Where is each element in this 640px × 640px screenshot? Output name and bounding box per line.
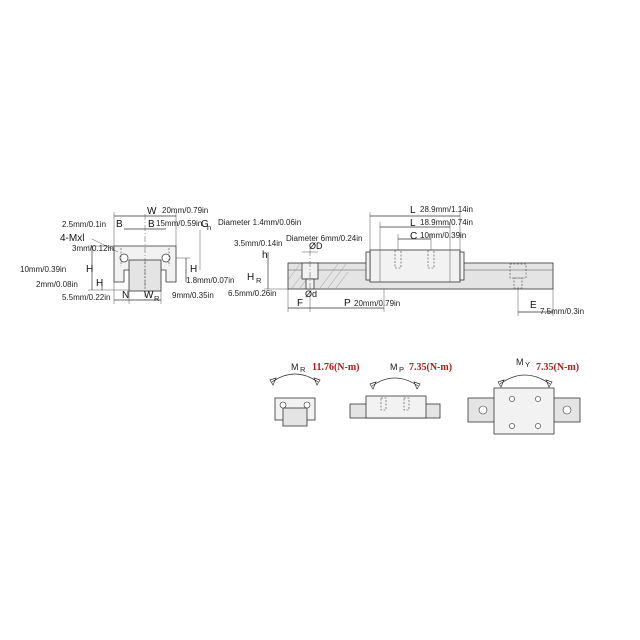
h1-dim: 2mm/0.08in	[36, 280, 78, 289]
moment-r-sub: R	[300, 365, 306, 374]
e-symbol: E	[530, 300, 537, 311]
d-symbol: ØD	[309, 241, 323, 251]
side-view: Diameter 1.4mm/0.06in n	[207, 205, 584, 316]
m-dim: 3mm/0.12in	[72, 244, 114, 253]
b-symbol: B	[116, 219, 123, 230]
d-dim: Diameter 6mm/0.24in	[286, 234, 362, 243]
mxl-symbol: 4-Mxl	[60, 233, 84, 244]
e-dim: 7.5mm/0.3in	[540, 307, 584, 316]
rotation-arrow-r-icon	[271, 373, 319, 383]
ball-right-icon	[161, 253, 171, 263]
b-dim: 2.5mm/0.1in	[62, 220, 106, 229]
moment-r-value: 11.76(N-m)	[312, 362, 360, 373]
l1-symbol: L	[410, 218, 416, 229]
moment-p-sub: P	[399, 365, 404, 374]
moment-r-symbol: M	[291, 362, 299, 372]
b1-dim: 15mm/0.59in	[156, 219, 202, 228]
h2-symbol: H	[190, 264, 197, 275]
w-symbol: W	[147, 206, 157, 217]
l1-dim: 18.9mm/0.74in	[420, 218, 473, 227]
rail-cross-section	[128, 259, 162, 292]
rotation-arrow-y-icon	[499, 374, 551, 385]
h-dim: 10mm/0.39in	[20, 265, 66, 274]
moment-y-symbol: M	[516, 357, 524, 367]
svg-text:n: n	[207, 223, 211, 232]
moment-y-value: 7.35(N-m)	[536, 362, 579, 373]
moment-p-symbol: M	[390, 362, 398, 372]
hh-dim: 3.5mm/0.14in	[234, 239, 282, 248]
n-symbol: N	[122, 290, 129, 301]
w-dim: 20mm/0.79in	[162, 206, 208, 215]
g-symbol: G	[201, 219, 209, 230]
dd-symbol: Ød	[305, 289, 317, 299]
moment-r: M R 11.76(N-m)	[269, 362, 360, 427]
moment-y-sub: Y	[525, 360, 530, 369]
p-symbol: P	[344, 298, 351, 309]
h-symbol: H	[86, 264, 93, 275]
rotation-arrow-p-icon	[371, 377, 419, 387]
b1-symbol: B	[148, 219, 155, 230]
moment-y: M Y 7.35(N-m)	[467, 357, 581, 435]
wr-symbol: W	[144, 290, 154, 301]
h1-symbol: H	[96, 278, 103, 289]
h2-dim: 1.8mm/0.07in	[186, 276, 234, 285]
l-dim: 28.9mm/1.14in	[420, 205, 473, 214]
hr-dim: 6.5mm/0.26in	[228, 289, 276, 298]
front-view: W 20mm/0.79in 2.5mm/0.1in B B 15mm/0.59i…	[20, 206, 234, 304]
moment-p-value: 7.35(N-m)	[409, 362, 452, 373]
carriage-side	[369, 249, 461, 283]
c-dim: 10mm/0.39in	[420, 231, 466, 240]
moment-p: M P 7.35(N-m)	[349, 362, 452, 419]
rail-section-hatch	[287, 263, 349, 289]
n-dim: 5.5mm/0.22in	[62, 293, 110, 302]
p-dim: 20mm/0.79in	[354, 299, 400, 308]
f-symbol: F	[297, 298, 303, 309]
ball-left-icon	[119, 253, 129, 263]
wr-dim: 9mm/0.35in	[172, 291, 214, 300]
hr-symbol: H	[247, 272, 254, 283]
hh-symbol: h	[262, 250, 268, 261]
svg-text:R: R	[154, 294, 160, 303]
gn-dim: Diameter 1.4mm/0.06in	[218, 218, 301, 227]
l-symbol: L	[410, 205, 416, 216]
svg-text:R: R	[256, 276, 262, 285]
c-symbol: C	[410, 231, 417, 242]
